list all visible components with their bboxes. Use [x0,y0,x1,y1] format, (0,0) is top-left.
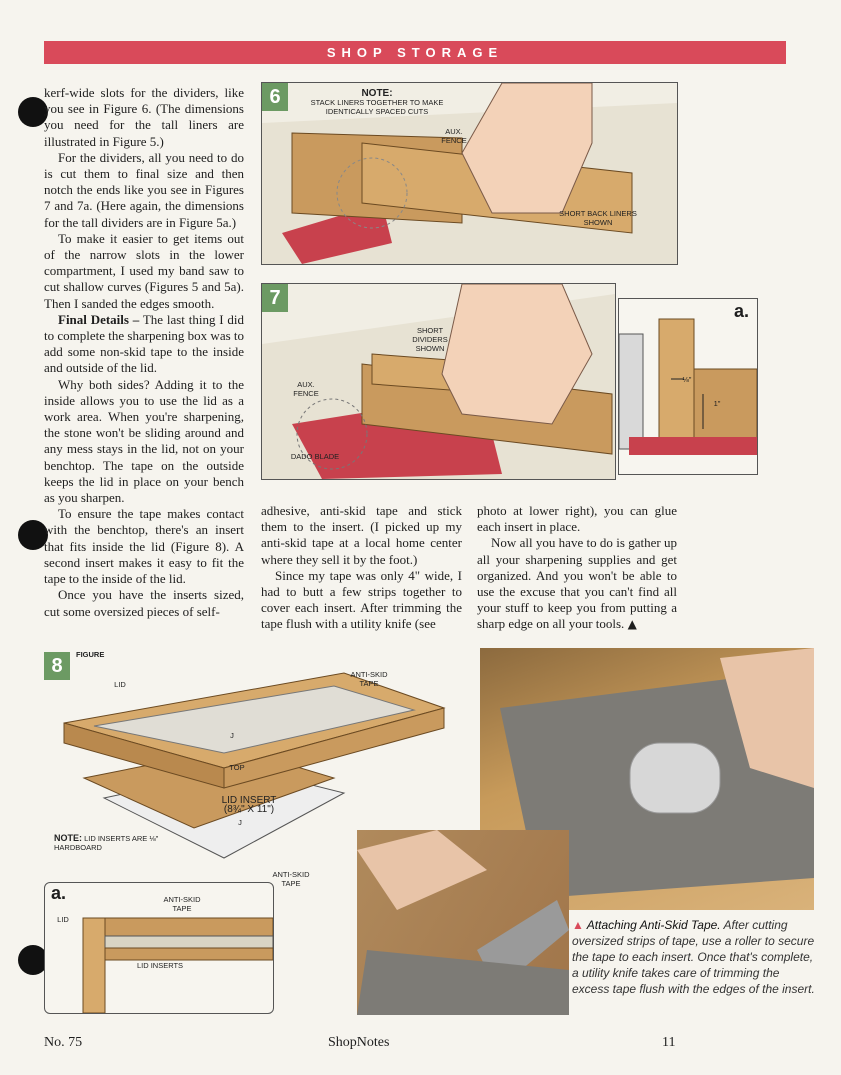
inset-label: a. [733,301,749,321]
paragraph: To ensure the tape makes contact with th… [44,506,244,587]
photo-caption: ▲ Attaching Anti-Skid Tape. After cuttin… [572,918,815,996]
figure-word: FIGURE [76,650,105,659]
binder-hole-bottom [18,945,48,975]
triangle-icon: ▲ [572,918,584,932]
knife-photo [357,830,569,1015]
lid-label: LID [114,680,126,689]
paragraph: photo at lower right), you can glue each… [477,503,677,535]
short-back-liners-label: SHORT BACK LINERS SHOWN [559,209,637,227]
roller-photo-shapes [500,648,814,898]
anti-skid-label: ANTI-SKID TAPE [350,670,388,688]
dimension-label: 1" [713,399,721,408]
page-number: 11 [662,1035,676,1050]
subhead: Final Details – [58,311,140,327]
section-header: SHOP STORAGE [44,41,786,64]
anti-skid-bottom-label: ANTI-SKID TAPE [272,870,310,888]
figure-8a-illustration [82,917,273,1013]
figure-7: 7 SHORT DIVIDERS SHOWN AUX. FENCE DADO B… [261,283,616,480]
publication-name: ShopNotes [328,1035,390,1050]
figure-number: 8 [44,652,70,680]
figure-8-note: NOTE: LID INSERTS ARE ⅛" HARDBOARD [54,833,159,853]
lid-inserts-label: LID INSERTS [136,961,184,970]
paragraph-text: The last thing I did to complete the sha… [44,311,245,376]
paragraph: To make it easier to get items out of th… [44,230,244,311]
paragraph: kerf-wide slots for the dividers, like y… [44,85,244,149]
text-column-2: adhesive, anti-skid tape and stick them … [261,503,462,633]
paragraph: Now all you have to do is gather up all … [477,535,677,632]
text-column-1: kerf-wide slots for the dividers, like y… [44,85,244,620]
figure-number: 7 [262,284,288,312]
figure-6: 6 NOTE:STACK LINERS TOGETHER TO MAKE IDE… [261,82,678,265]
part-letter: J [238,818,242,827]
text-column-3: photo at lower right), you can glue each… [477,503,677,633]
figure-7-illustration [262,284,615,479]
binder-hole-middle [18,520,48,550]
figure-number: 6 [262,83,288,111]
aux-fence-label: AUX. FENCE [441,127,467,145]
figure-6-note: NOTE:STACK LINERS TOGETHER TO MAKE IDENT… [310,88,444,117]
end-mark-icon: ▲ [627,617,637,632]
dimension-label: ⅛" [682,375,692,384]
knife-photo-shapes [357,830,569,1015]
lid-label: LID [57,915,69,924]
paragraph: Final Details – The last thing I did to … [44,312,244,377]
figure-7a: a. ⅛" 1" [618,298,758,475]
paragraph: For the dividers, all you need to do is … [44,149,244,230]
top-label: TOP [229,763,245,772]
figure-6-illustration [262,83,677,264]
roller-photo [480,648,814,910]
part-letter: J [230,731,234,740]
paragraph: Since my tape was only 4" wide, I had to… [261,567,462,632]
paragraph: adhesive, anti-skid tape and stick them … [261,503,462,567]
dado-blade-label: DADO BLADE [290,452,340,461]
inset-label: a. [51,883,67,903]
paragraph: Once you have the inserts sized, cut som… [44,587,244,619]
figure-8a: a. LID ANTI-SKID TAPE LID INSERTS [44,882,274,1014]
figure-8-illustration [63,672,446,859]
binder-hole-top [18,97,48,127]
short-dividers-label: SHORT DIVIDERS SHOWN [412,326,448,353]
issue-number: No. 75 [44,1035,83,1050]
aux-fence-label: AUX. FENCE [293,380,319,398]
lid-insert-label: LID INSERT(8¾" x 11") [221,795,277,815]
figure-7a-illustration [619,318,757,455]
paragraph: Why both sides? Adding it to the inside … [44,376,244,506]
anti-skid-label: ANTI-SKID TAPE [163,895,201,913]
figure-8: 8 FIGURE LID ANTI-SKID TAPE TOP J LID IN… [44,648,464,888]
